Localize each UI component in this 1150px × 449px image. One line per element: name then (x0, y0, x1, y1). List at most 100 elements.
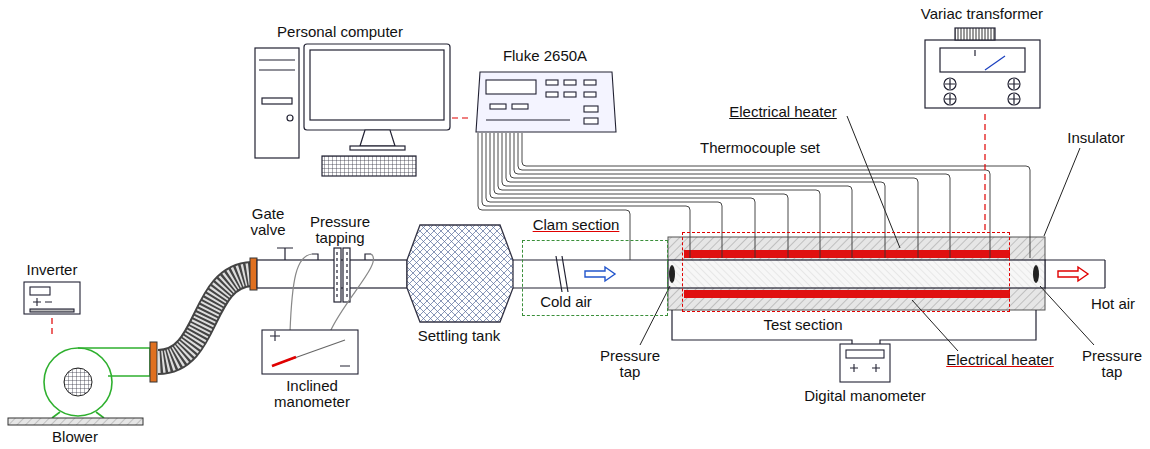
digital-manometer-figure (840, 344, 890, 382)
node-label: Settling tank (402, 328, 517, 344)
power-signal-line (51, 318, 52, 338)
drawing-part (564, 92, 576, 97)
inverter-node: Inverter (18, 258, 88, 318)
drawing-part (912, 300, 958, 351)
drawing-part (350, 146, 405, 150)
manometer-node: Inclined manometer (252, 326, 372, 418)
drawing-part (360, 130, 395, 146)
flange (250, 258, 257, 290)
drawing-part (944, 78, 956, 90)
drawing-part (44, 348, 112, 416)
node-label: Variac transformer (908, 6, 1056, 22)
drawing-part (1045, 259, 1105, 260)
pipe (513, 256, 668, 292)
data-logger-figure (476, 72, 616, 132)
drawing-part (925, 40, 1040, 108)
inverter-figure (24, 282, 80, 314)
drawing-part (310, 50, 444, 120)
drawing-part (1045, 287, 1105, 288)
blower-node: Blower (4, 338, 154, 448)
leader-line (640, 116, 1094, 351)
node-label: Cold air (531, 294, 601, 310)
drawing-part (945, 94, 955, 104)
drawing-part (30, 287, 50, 295)
drawing-part (304, 44, 450, 130)
drawing-part (1009, 94, 1019, 104)
blower-figure (44, 348, 150, 418)
outlet-pipe (1045, 260, 1105, 288)
drawing-part (262, 330, 358, 374)
drawing-part (334, 248, 341, 302)
fan-wheel (64, 368, 92, 396)
part-label: Pressure tap (597, 348, 663, 380)
test-section-box: Test section (682, 232, 1010, 312)
part-label: Thermocouple set (695, 140, 825, 156)
part-label: Hot air (1083, 296, 1143, 312)
drawing-part (312, 254, 371, 260)
node-label: Inverter (17, 262, 87, 278)
drawing-part (78, 348, 150, 376)
node-label: Inclined manometer (265, 378, 360, 410)
heater-bar (684, 290, 1010, 298)
node-label: Fluke 2650A (475, 48, 615, 64)
drawing-part (546, 92, 558, 97)
drawing-part (322, 156, 416, 176)
pressure-line (672, 310, 1036, 344)
flange (150, 342, 157, 382)
drawing-part (584, 80, 596, 85)
node-label: Test section (748, 317, 858, 333)
flow-arrow (1058, 267, 1088, 281)
drawing-part (513, 287, 668, 288)
drawing-part (277, 248, 293, 260)
clam-section-box: Clam sectionCold air (522, 240, 668, 316)
manometer-figure (262, 330, 358, 374)
heater-bar (684, 250, 1010, 258)
drawing-part (564, 80, 576, 85)
data-logger-node: Fluke 2650A (470, 42, 620, 138)
manometer-tube (330, 254, 374, 332)
drawing-part (974, 50, 975, 56)
drawing-part (1008, 93, 1020, 105)
drawing-part (287, 115, 293, 121)
insulator-figure (668, 237, 1045, 310)
drawing-part (985, 56, 1005, 70)
node-label: Clam section (521, 217, 631, 233)
drawing-part (257, 260, 407, 288)
drawing-part (30, 309, 74, 312)
base-plate (8, 418, 143, 425)
drawing-part (262, 98, 292, 104)
power-signal-line (452, 117, 470, 118)
variac-node: Variac transformer (905, 4, 1055, 114)
part-label: Gate valve (243, 206, 293, 238)
drawing-part (259, 59, 295, 60)
drawing-part (1104, 260, 1105, 288)
drawing-part (1044, 148, 1080, 236)
drawing-part (33, 298, 52, 306)
variac-figure (925, 28, 1040, 108)
power-signal-line (984, 114, 985, 232)
drawing-part (945, 79, 955, 89)
drawing-part (1009, 79, 1019, 89)
drawing-part (944, 93, 956, 105)
drawing-part (476, 72, 616, 132)
hose-corrugation (158, 274, 252, 362)
drawing-part (24, 282, 80, 314)
pressure-tap-figure (669, 265, 675, 283)
inlet-pipe (257, 248, 407, 302)
drawing-part (556, 256, 562, 292)
drawing-part (840, 344, 890, 382)
drawing-part (584, 118, 598, 124)
drawing-part (259, 69, 295, 70)
drawing-part (940, 48, 1025, 72)
drawing-part (846, 350, 884, 358)
drawing-part (512, 104, 528, 109)
drawing-part (272, 357, 296, 366)
pressure-tap-figure (1033, 265, 1039, 283)
flexible-hose (158, 274, 252, 362)
drawing-part (513, 259, 668, 260)
drawing-part (584, 106, 598, 112)
node-label: Digital manometer (798, 388, 932, 404)
drawing-part (486, 119, 570, 120)
drawing-part (52, 412, 104, 418)
